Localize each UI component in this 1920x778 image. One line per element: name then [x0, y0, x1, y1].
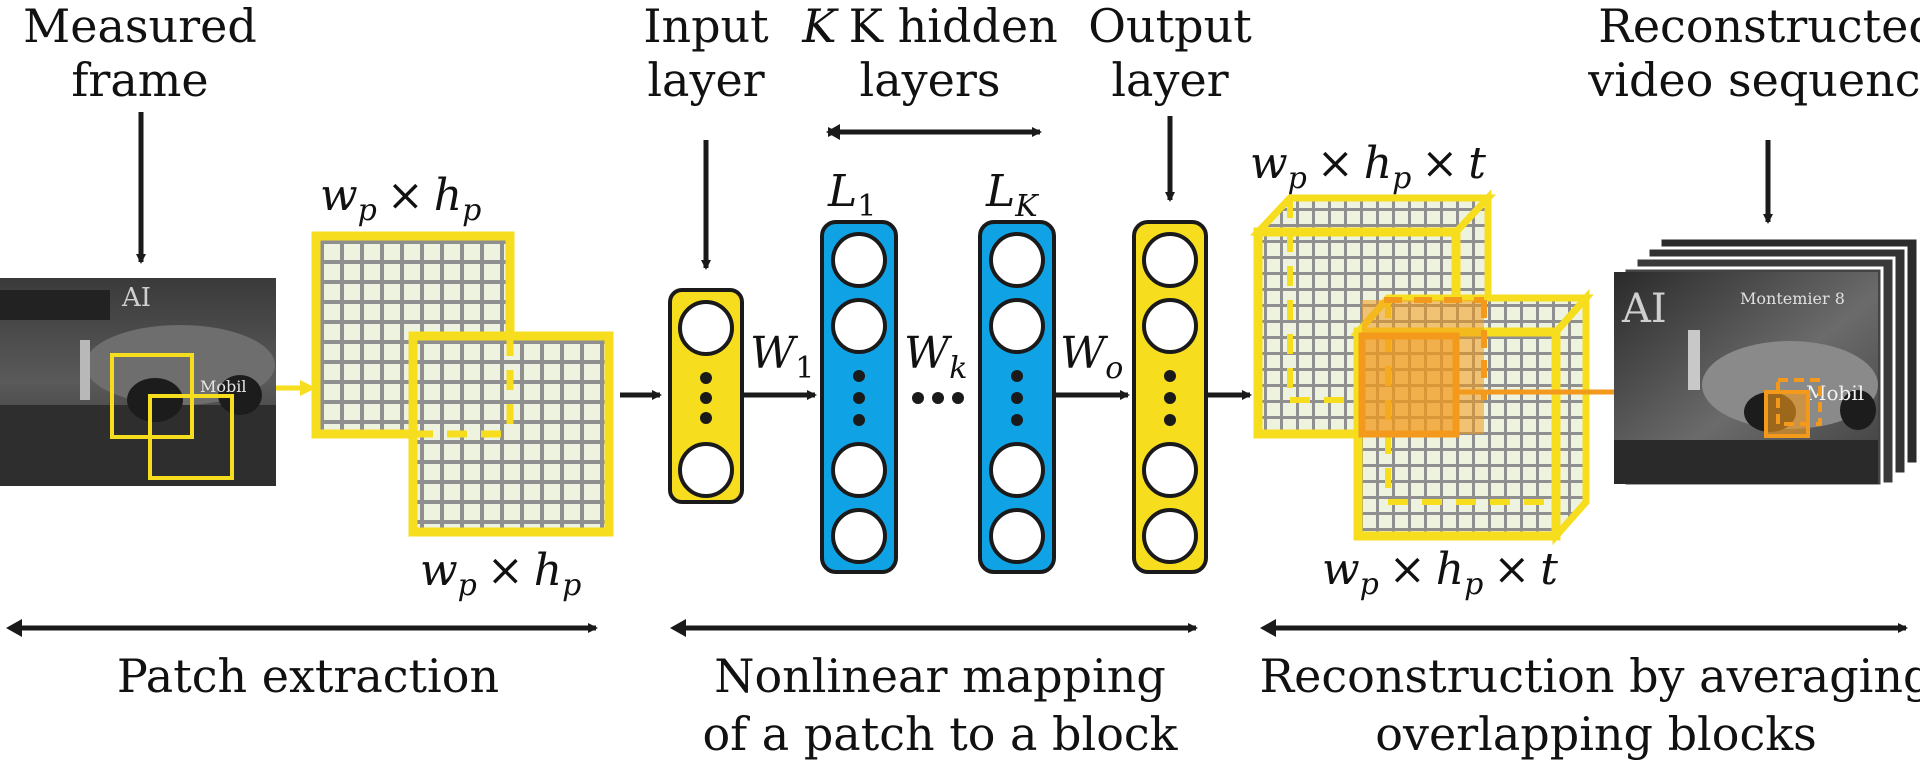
measured-frame-image: AI Mobil [0, 278, 276, 486]
output-layer [1132, 220, 1208, 574]
block-size-top-label: wp×hp×t [1250, 138, 1486, 196]
label-nonlinear-mapping-2: of a patch to a block [702, 707, 1178, 761]
label-measured-frame-1: Measured [23, 0, 257, 53]
label-patch-extraction: Patch extraction [117, 649, 499, 703]
label-reconstructed-2: video sequence [1587, 53, 1920, 107]
label-measured-frame-2: frame [71, 53, 208, 107]
label-reconstruction-2: overlapping blocks [1375, 707, 1816, 761]
hidden-layer-L1 [820, 220, 898, 574]
label-LK: LK [985, 166, 1039, 224]
video-sponsor-text: Montemier 8 [1740, 289, 1845, 308]
label-input-layer-1: Input [643, 0, 769, 53]
label-output-layer-2: layer [1111, 53, 1228, 107]
input-layer [668, 288, 744, 504]
label-reconstructed-1: Reconstructed [1598, 0, 1920, 53]
block-size-bottom-label: wp×hp×t [1322, 544, 1558, 602]
label-w1: W1 [750, 328, 814, 386]
svg-text:wp×hp: wp×hp [320, 170, 481, 228]
video-sign-text: AI [1621, 286, 1667, 332]
label-k-hidden-layers-2: layers [860, 53, 1001, 107]
label-input-layer-2: layer [647, 53, 764, 107]
hidden-layer-LK [978, 220, 1056, 574]
video-brand-text: Mobil [1806, 381, 1864, 405]
svg-text:wp×hp×t: wp×hp×t [1250, 138, 1486, 196]
overlap-region [1358, 297, 1487, 438]
patch-box-2 [148, 394, 234, 480]
patch-size-top-label: wp×hp [320, 170, 481, 228]
label-wk: Wk [904, 328, 967, 386]
ellipsis-hidden [912, 392, 964, 404]
patch-size-bottom-label: wp×hp [420, 545, 581, 603]
label-L1: L1 [827, 166, 876, 224]
label-output-layer-1: Output [1088, 0, 1252, 53]
svg-text:wp×hp×t: wp×hp×t [1322, 544, 1558, 602]
label-nonlinear-mapping-1: Nonlinear mapping [714, 649, 1166, 703]
photo-brand-text: Mobil [200, 377, 247, 396]
label-reconstruction-1: Reconstruction by averaging [1260, 649, 1920, 703]
svg-text:KK hidden: KK hidden [801, 0, 1057, 53]
label-wo: Wo [1060, 328, 1123, 386]
svg-text:wp×hp: wp×hp [420, 545, 581, 603]
photo-sign-text: AI [121, 283, 151, 313]
patch-grid-2 [408, 331, 614, 537]
reconstructed-frame-image: AI Montemier 8 Mobil [1614, 272, 1878, 484]
